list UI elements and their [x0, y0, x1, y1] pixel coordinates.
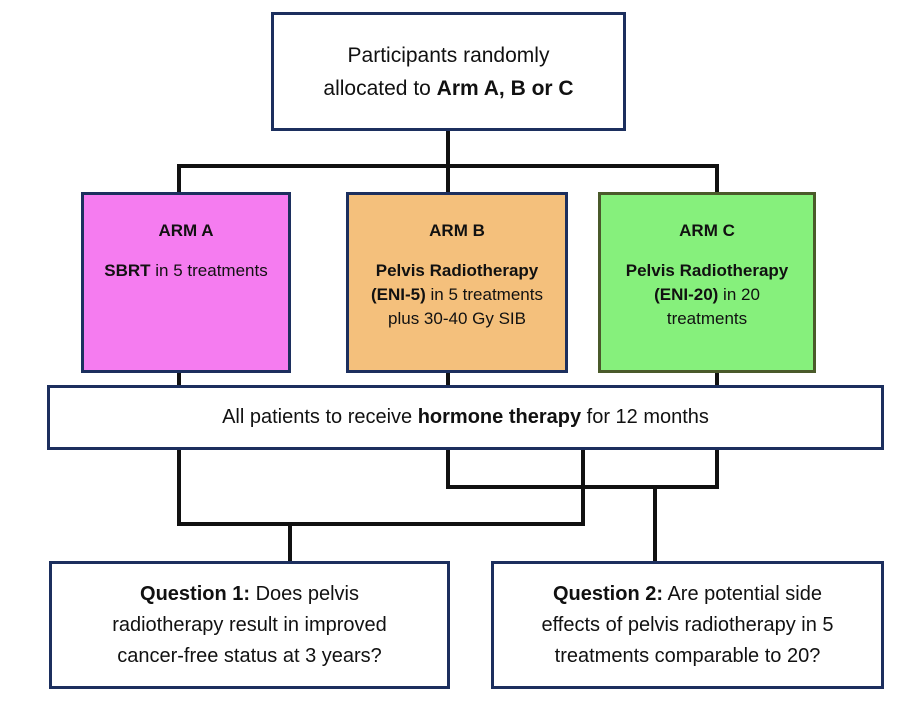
connector-top-to-arms — [177, 130, 719, 193]
question-1-box: Question 1: Does pelvis radiotherapy res… — [49, 561, 450, 689]
question-1-label: Question 1: — [140, 582, 251, 605]
arm-b-box: ARM B Pelvis Radiotherapy (ENI-5) in 5 t… — [346, 192, 568, 373]
question-2-line2: effects of pelvis radiotherapy in 5 — [541, 613, 834, 636]
hormone-prefix: All patients to receive — [222, 406, 418, 428]
connector-hormone-to-q1 — [177, 449, 585, 562]
question-1-line2: radiotherapy result in improved — [112, 613, 387, 636]
arm-c-desc-rest2: in 20 — [718, 285, 760, 304]
arm-b-desc-bold2: (ENI-5) — [371, 285, 426, 304]
arm-c-desc-bold1: Pelvis Radiotherapy — [625, 261, 789, 280]
arm-c-desc-line1: Pelvis Radiotherapy — [626, 259, 789, 283]
arm-c-desc-line3: treatments — [666, 309, 748, 328]
arm-b-desc-rest2: in 5 treatments — [425, 285, 543, 304]
randomization-line1: Participants randomly — [347, 43, 550, 67]
arm-b-desc-line2: (ENI-5) in 5 treatments — [371, 283, 543, 307]
randomization-line2-prefix: allocated to — [323, 76, 437, 100]
arm-b-desc-bold1: Pelvis Radiotherapy — [375, 261, 539, 280]
arm-c-box: ARM C Pelvis Radiotherapy (ENI-20) in 20… — [598, 192, 816, 373]
question-2-line1: Question 2: Are potential side — [553, 579, 822, 610]
randomization-box: Participants randomly allocated to Arm A… — [271, 12, 626, 131]
question-1-line3: cancer-free status at 3 years? — [117, 644, 382, 667]
hormone-therapy-box: All patients to receive hormone therapy … — [47, 385, 884, 450]
arm-a-title: ARM A — [158, 221, 214, 240]
hormone-suffix: for 12 months — [581, 406, 709, 428]
arm-a-box: ARM A SBRT in 5 treatments — [81, 192, 291, 373]
randomization-arms-text: Arm A, B or C — [436, 76, 574, 100]
arm-a-desc-bold: SBRT — [104, 261, 151, 280]
randomization-line2: allocated to Arm A, B or C — [323, 72, 573, 105]
arm-b-desc-line3: plus 30-40 Gy SIB — [388, 309, 526, 328]
arm-b-title: ARM B — [429, 221, 485, 240]
question-1-line1-rest: Does pelvis — [250, 582, 359, 605]
arm-a-description: SBRT in 5 treatments — [104, 259, 267, 283]
hormone-bold: hormone therapy — [417, 406, 582, 428]
arm-c-desc-line2: (ENI-20) in 20 — [654, 283, 760, 307]
arm-a-desc-rest: in 5 treatments — [150, 261, 268, 280]
question-2-line3: treatments comparable to 20? — [554, 644, 821, 667]
arm-c-title: ARM C — [679, 221, 735, 240]
arm-b-desc-line1: Pelvis Radiotherapy — [376, 259, 539, 283]
arm-c-desc-bold2: (ENI-20) — [654, 285, 719, 304]
hormone-therapy-text: All patients to receive hormone therapy … — [222, 406, 709, 429]
question-1-line1: Question 1: Does pelvis — [140, 579, 359, 610]
question-2-box: Question 2: Are potential side effects o… — [491, 561, 884, 689]
question-2-line1-rest: Are potential side — [663, 582, 822, 605]
connector-hormone-to-q2 — [446, 449, 719, 562]
question-2-label: Question 2: — [552, 582, 663, 605]
